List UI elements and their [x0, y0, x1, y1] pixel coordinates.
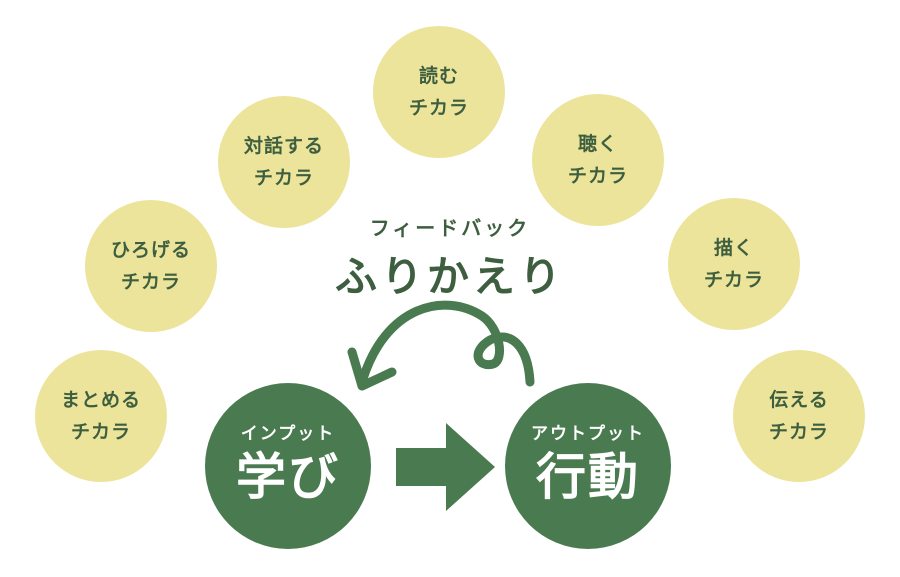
skill-read: 読む チカラ — [373, 26, 505, 158]
skill-convey: 伝える チカラ — [733, 350, 865, 482]
feedback-subtitle: フィードバック — [369, 216, 531, 240]
skill-label: ひろげる — [110, 239, 191, 261]
feedback-title: ふりかえり — [334, 252, 565, 301]
skill-listen: 聴く チカラ — [532, 94, 664, 226]
input-title: 学び — [236, 448, 340, 506]
skill-suffix: チカラ — [768, 421, 829, 443]
output-circle: アウトプット 行動 — [505, 383, 671, 549]
output-subtitle: アウトプット — [531, 424, 645, 444]
skill-suffix: チカラ — [253, 167, 314, 189]
skill-suffix: チカラ — [567, 165, 628, 187]
skill-dialogue: 対話する チカラ — [218, 96, 350, 228]
feedback-loop-arrow — [357, 300, 535, 387]
input-circle: インプット 学び — [205, 383, 371, 549]
skill-summarize: まとめる チカラ — [35, 350, 167, 482]
skill-label: 読む — [418, 65, 459, 87]
skill-suffix: チカラ — [120, 271, 181, 293]
skill-suffix: チカラ — [703, 269, 764, 291]
input-subtitle: インプット — [240, 424, 336, 444]
feedback-arrowhead — [347, 347, 397, 391]
output-title: 行動 — [536, 448, 640, 506]
skill-label: 対話する — [243, 135, 324, 157]
skill-suffix: チカラ — [70, 421, 131, 443]
skill-label: 聴く — [577, 133, 618, 155]
skill-label: 描く — [713, 237, 754, 259]
forward-arrow — [396, 423, 495, 511]
skill-label: 伝える — [769, 389, 829, 411]
skill-suffix: チカラ — [408, 97, 469, 119]
skill-label: まとめる — [60, 389, 141, 411]
skill-draw: 描く チカラ — [668, 198, 800, 330]
skill-expand: ひろげる チカラ — [85, 200, 217, 332]
